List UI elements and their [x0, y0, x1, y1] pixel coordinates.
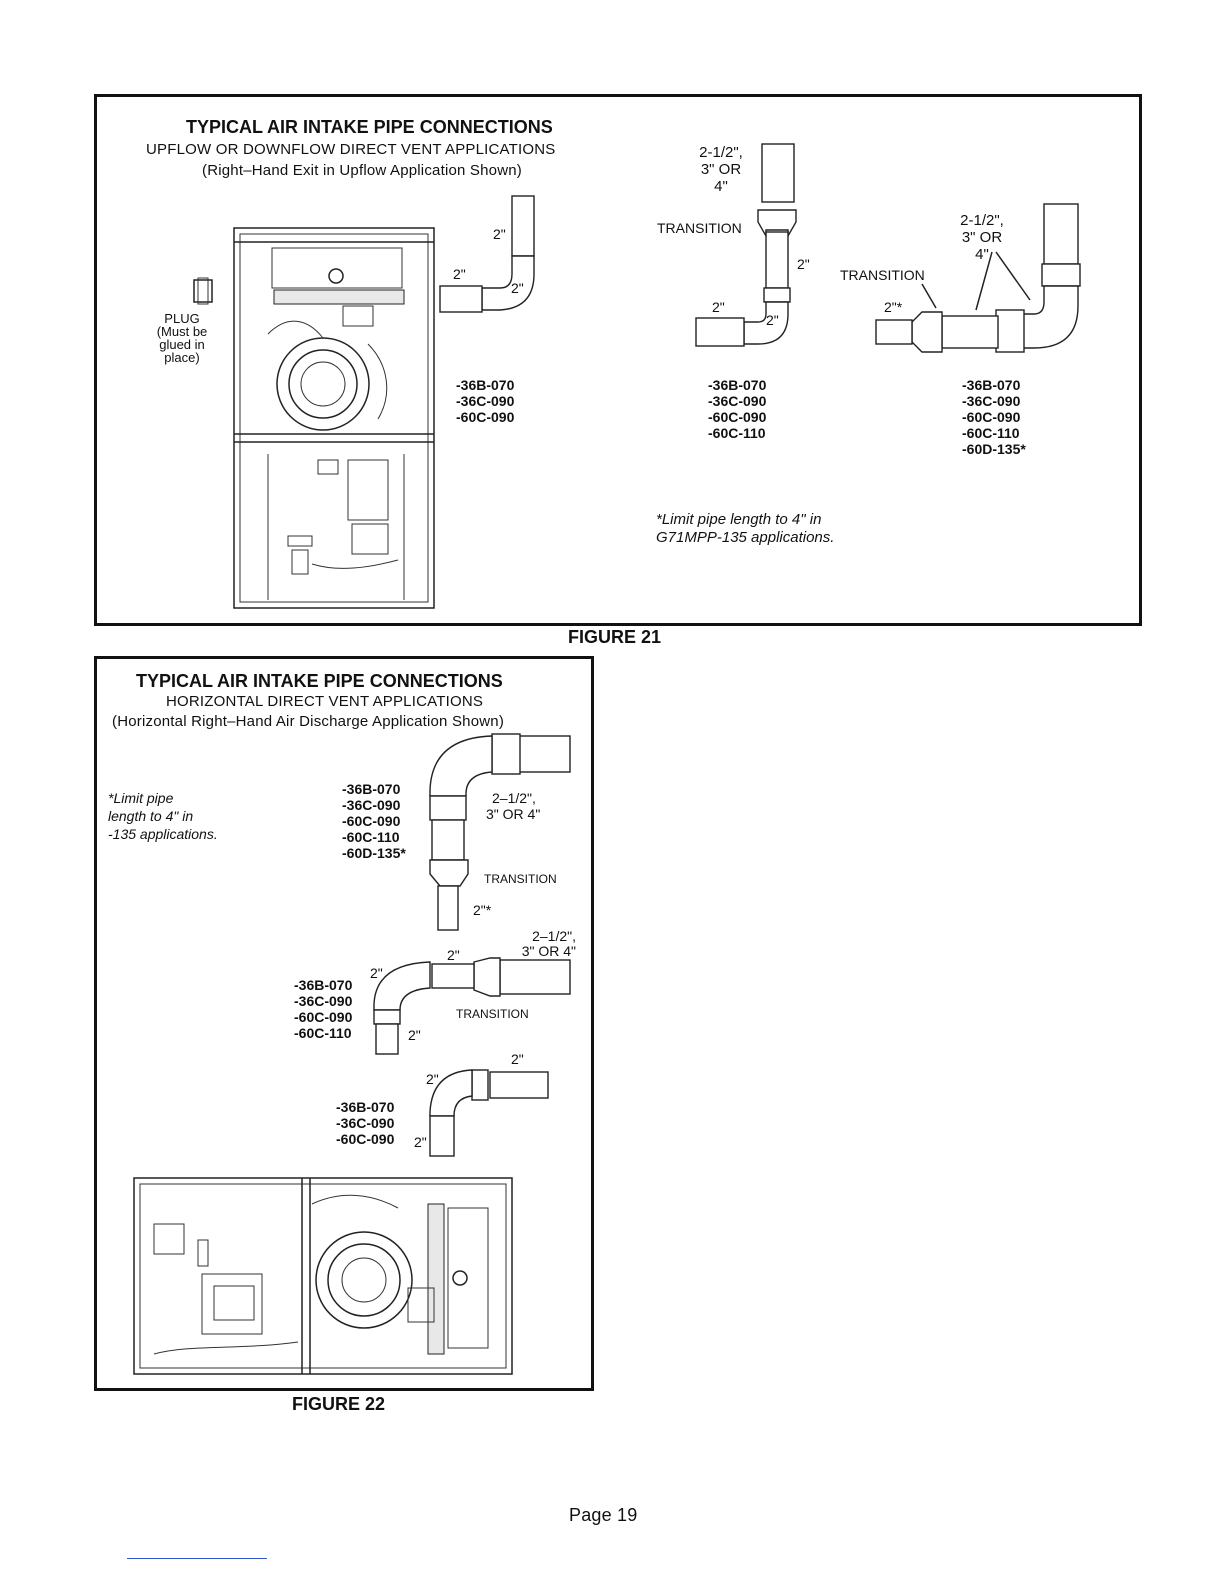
fig21-assembly-c-pipe: [875, 203, 1081, 353]
fig22-b-label-1: 2": [447, 947, 460, 963]
fig22-c-model-1: -36B-070: [336, 1099, 395, 1115]
fig21-c-model-5: -60D-135*: [962, 441, 1026, 457]
plug-line-1: PLUG: [164, 311, 200, 326]
fig21-c-model-1: -36B-070: [962, 377, 1021, 393]
fig21-note-line-2: G71MPP-135 applications.: [656, 529, 835, 546]
fig21-c-size-2: 3" OR: [961, 229, 1003, 246]
fig22-a-size-1: 2–1/2",: [492, 790, 536, 806]
fig21-note-line-1: *Limit pipe length to 4" in: [656, 511, 822, 528]
figure-21-subtitle: UPFLOW OR DOWNFLOW DIRECT VENT APPLICATI…: [146, 141, 556, 158]
fig21-a-model-1: -36B-070: [456, 377, 515, 393]
fig21-b-size: 2-1/2", 3" OR 4": [690, 144, 752, 195]
fig21-b-models: -36B-070 -36C-090 -60C-090 -60C-110: [708, 377, 766, 441]
plug-line-3: glued in: [159, 337, 205, 352]
fig21-a-models: -36B-070 -36C-090 -60C-090: [456, 377, 514, 425]
plug-illustration: [193, 277, 213, 305]
fig22-b-size-2: 3" OR 4": [521, 943, 576, 959]
fig22-note-line-1: *Limit pipe: [108, 790, 174, 806]
figure-21-title: TYPICAL AIR INTAKE PIPE CONNECTIONS: [186, 117, 553, 137]
fig21-a-label-2: 2": [453, 266, 466, 282]
fig22-b-models: -36B-070 -36C-090 -60C-090 -60C-110: [294, 977, 352, 1041]
fig22-c-label-1: 2": [511, 1051, 524, 1067]
figure-22-subtitle-2: (Horizontal Right–Hand Air Discharge App…: [112, 713, 505, 730]
fig22-assembly-a-pipe: [429, 733, 571, 931]
fig21-c-label: 2"*: [884, 299, 903, 315]
plug-line-2: (Must be: [156, 324, 208, 339]
fig21-c-model-3: -60C-090: [962, 409, 1021, 425]
fig22-a-model-1: -36B-070: [342, 781, 401, 797]
fig21-a-model-3: -60C-090: [456, 409, 515, 425]
page-number: Page 19: [569, 1505, 638, 1525]
fig22-b-label-3: 2": [408, 1027, 421, 1043]
fig22-c-label-2: 2": [426, 1071, 439, 1087]
fig22-b-model-2: -36C-090: [294, 993, 353, 1009]
fig22-a-size-2: 3" OR 4": [486, 806, 541, 822]
fig22-b-label-2: 2": [370, 965, 383, 981]
fig21-b-model-4: -60C-110: [708, 425, 766, 441]
fig22-c-label-3: 2": [414, 1134, 427, 1150]
figure-22-caption: FIGURE 22: [292, 1394, 386, 1414]
upflow-furnace-illustration: [233, 227, 435, 609]
plug-label: PLUG (Must be glued in place): [150, 312, 214, 364]
fig22-a-model-3: -60C-090: [342, 813, 401, 829]
fig21-b-transition: TRANSITION: [657, 220, 742, 236]
fig22-a-transition: TRANSITION: [484, 872, 557, 886]
fig21-b-label-2: 2": [712, 299, 725, 315]
fig22-a-model-4: -60C-110: [342, 829, 400, 845]
fig22-note: *Limit pipe length to 4" in -135 applica…: [108, 789, 218, 843]
fig21-b-label-3: 2": [766, 312, 779, 328]
fig21-a-label-3: 2": [511, 280, 524, 296]
fig21-a-model-2: -36C-090: [456, 393, 515, 409]
fig22-note-line-3: -135 applications.: [108, 826, 218, 842]
fig21-a-label-1: 2": [493, 226, 506, 242]
fig21-b-size-2: 3" OR: [700, 161, 742, 178]
fig22-assembly-c-pipe: [429, 1069, 549, 1157]
fig22-a-model-2: -36C-090: [342, 797, 401, 813]
fig21-c-model-2: -36C-090: [962, 393, 1021, 409]
fig21-c-size-1: 2-1/2",: [960, 212, 1004, 229]
fig22-c-model-2: -36C-090: [336, 1115, 395, 1131]
fig22-b-model-3: -60C-090: [294, 1009, 353, 1025]
horizontal-furnace-illustration: [133, 1177, 513, 1375]
fig22-b-transition: TRANSITION: [456, 1007, 529, 1021]
fig21-c-model-4: -60C-110: [962, 425, 1020, 441]
fig21-b-model-1: -36B-070: [708, 377, 767, 393]
fig22-a-models: -36B-070 -36C-090 -60C-090 -60C-110 -60D…: [342, 781, 406, 861]
fig22-b-model-1: -36B-070: [294, 977, 353, 993]
fig21-c-models: -36B-070 -36C-090 -60C-090 -60C-110 -60D…: [962, 377, 1026, 457]
fig22-c-models: -36B-070 -36C-090 -60C-090: [336, 1099, 394, 1147]
figure-22-title: TYPICAL AIR INTAKE PIPE CONNECTIONS: [136, 671, 503, 691]
figure-22-frame: [94, 656, 594, 1391]
fig22-b-size: 2–1/2", 3" OR 4": [512, 929, 576, 959]
fig21-b-size-1: 2-1/2",: [699, 144, 743, 161]
fig21-c-size-3: 4": [975, 246, 989, 263]
fig22-a-model-5: -60D-135*: [342, 845, 406, 861]
fig21-note: *Limit pipe length to 4" in G71MPP-135 a…: [656, 511, 834, 547]
fig21-c-transition: TRANSITION: [840, 267, 925, 283]
fig22-assembly-b-pipe: [373, 957, 571, 1055]
figure-21-subtitle-2: (Right–Hand Exit in Upflow Application S…: [202, 162, 522, 179]
fig22-b-model-4: -60C-110: [294, 1025, 352, 1041]
fig21-b-model-2: -36C-090: [708, 393, 767, 409]
fig21-assembly-a-pipe: [439, 195, 535, 313]
fig21-b-label-1: 2": [797, 256, 810, 272]
figure-21-frame: [94, 94, 1142, 626]
fig21-assembly-b-pipe: [695, 143, 797, 347]
fig21-b-size-3: 4": [714, 178, 728, 195]
fig22-note-line-2: length to 4" in: [108, 808, 194, 824]
footer-rule: [127, 1558, 267, 1559]
fig22-a-size: 2–1/2", 3" OR 4": [486, 790, 540, 822]
figure-21-caption: FIGURE 21: [568, 627, 662, 647]
fig22-b-size-1: 2–1/2",: [532, 928, 576, 944]
fig22-c-model-3: -60C-090: [336, 1131, 395, 1147]
fig21-c-size: 2-1/2", 3" OR 4": [950, 212, 1014, 263]
fig21-b-model-3: -60C-090: [708, 409, 767, 425]
figure-22-subtitle: HORIZONTAL DIRECT VENT APPLICATIONS: [166, 693, 484, 710]
fig22-a-label: 2"*: [473, 902, 492, 918]
plug-line-4: place): [164, 350, 200, 365]
